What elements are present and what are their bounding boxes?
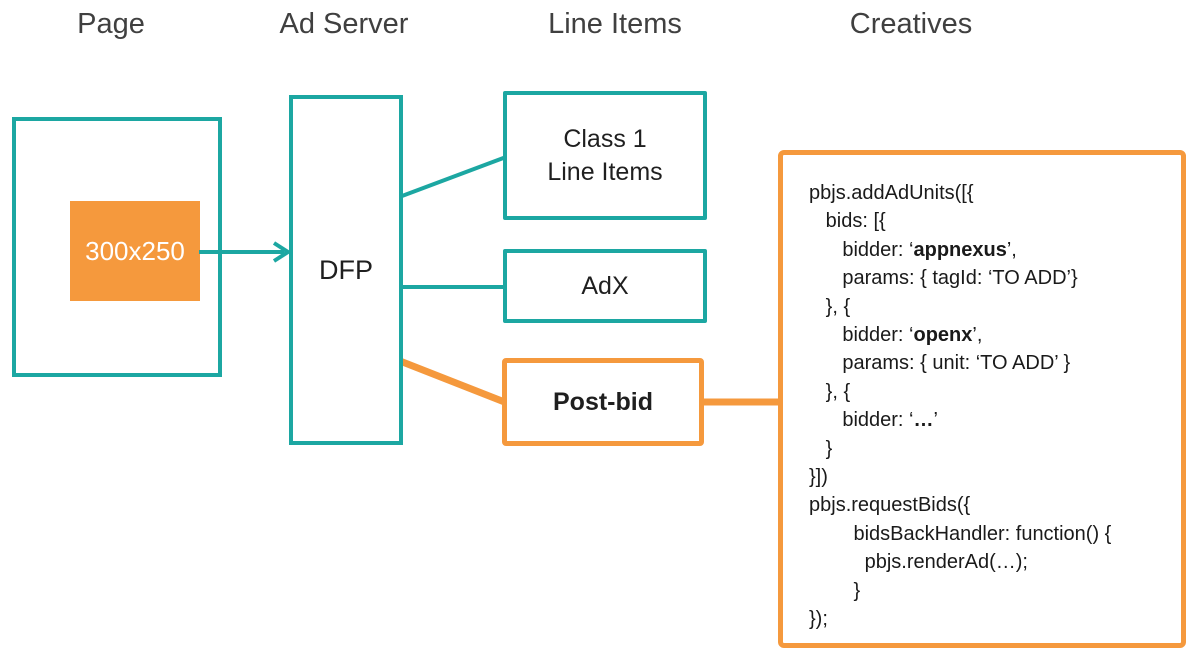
class1-label-line1: Class 1 <box>563 124 647 153</box>
page-box: 300x250 <box>12 117 222 377</box>
dfp-label: DFP <box>319 254 373 285</box>
adx-label: AdX <box>581 271 629 300</box>
postbid-box: Post-bid <box>502 358 704 446</box>
prebid-code-snippet: pbjs.addAdUnits([{ bids: [{ bidder: ‘app… <box>809 182 1112 631</box>
arrow-adslot-to-dfp-head <box>272 241 292 263</box>
creatives-code-box: pbjs.addAdUnits([{ bids: [{ bidder: ‘app… <box>778 150 1186 648</box>
class1-label-line2: Line Items <box>547 157 663 186</box>
connector-dfp-to-postbid <box>398 357 509 407</box>
column-heading-ad-server: Ad Server <box>279 8 409 40</box>
column-heading-creatives: Creatives <box>849 8 973 40</box>
ad-slot-label: 300x250 <box>85 235 185 266</box>
column-heading-line-items: Line Items <box>548 8 682 40</box>
ad-slot-box: 300x250 <box>70 201 200 301</box>
dfp-box: DFP <box>289 95 403 445</box>
class1-line-items-box: Class 1 Line Items <box>503 91 707 220</box>
column-heading-page: Page <box>77 8 145 40</box>
postbid-label: Post-bid <box>553 387 653 416</box>
adx-box: AdX <box>503 249 707 323</box>
connector-dfp-to-class1 <box>401 155 507 198</box>
